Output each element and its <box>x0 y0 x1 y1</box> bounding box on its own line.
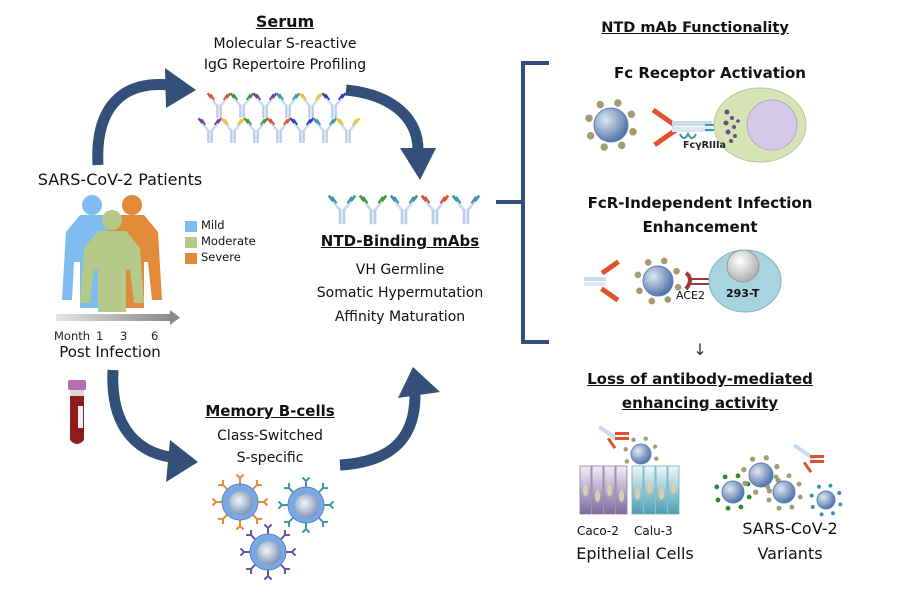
legend-swatch-moderate <box>185 237 197 248</box>
timeline-arrow <box>56 310 180 325</box>
virus-particle-icon <box>585 99 637 151</box>
memory-b-cells-line-2: S-specific <box>236 450 304 466</box>
caco2-label: Caco-2 <box>577 524 619 538</box>
serum-title: Serum <box>255 12 315 31</box>
down-arrow-icon: ↓ <box>693 340 707 359</box>
memory-b-cells-line-1: Class-Switched <box>217 428 323 444</box>
antibody-icon <box>266 117 292 143</box>
293t-label: 293-T <box>726 287 760 300</box>
b-cell-icon <box>211 473 269 531</box>
antibody-icon <box>335 117 361 143</box>
moderate-patient-silhouette <box>80 210 144 312</box>
antibody-icon <box>312 117 338 143</box>
epithelial-cells-caption: Epithelial Cells <box>576 544 694 563</box>
legend-label-severe: Severe <box>201 250 241 264</box>
timeline-tick-1: 1 <box>96 329 104 343</box>
fcr-independent-title-1: FcR-Independent Infection <box>587 194 813 212</box>
ntd-mabs-line-3: Affinity Maturation <box>334 309 466 325</box>
ntd-antibody-row <box>327 194 481 225</box>
antibody-icon <box>243 117 269 143</box>
timeline-tick-3: 3 <box>120 329 128 343</box>
antibody-icon <box>389 194 419 225</box>
loss-title-2: enhancing activity <box>621 394 779 412</box>
functionality-bracket <box>496 61 549 344</box>
legend-label-mild: Mild <box>201 218 225 232</box>
variants-antibody <box>793 443 824 474</box>
ace2-label: ACE2 <box>676 289 705 302</box>
memory-b-cells <box>211 473 335 581</box>
antibody-icon <box>420 194 450 225</box>
antibody-icon <box>584 259 620 303</box>
variants-caption-1: SARS-CoV-2 <box>742 519 838 538</box>
293t-cell-icon <box>708 249 782 313</box>
antibody-icon <box>275 92 301 118</box>
ntd-mabs-line-2: Somatic Hypermutation <box>316 285 484 301</box>
loss-title-1: Loss of antibody-mediated <box>587 370 813 388</box>
ace2-receptor-icon <box>684 271 712 291</box>
fcgriiia-label: FcγRIIIa <box>683 140 726 151</box>
ntd-mabs-line-1: VH Germline <box>355 262 445 278</box>
arrow-bcells-to-mabs <box>339 367 440 471</box>
antibody-icon <box>321 92 347 118</box>
timeline-tick-6: 6 <box>151 329 159 343</box>
arrow-patients-to-serum <box>92 68 196 166</box>
antibody-icon <box>197 117 223 143</box>
memory-b-cells-title: Memory B-cells <box>205 402 335 420</box>
ntd-mabs-title: NTD-Binding mAbs <box>320 232 480 250</box>
legend-swatch-severe <box>185 253 197 264</box>
epithelial-cells-illustration <box>579 436 680 515</box>
legend-label-moderate: Moderate <box>201 234 256 248</box>
virus-particle-icon <box>634 257 682 305</box>
antibody-icon <box>298 92 324 118</box>
antibody-icon <box>252 92 278 118</box>
serum-line-1: Molecular S-reactive <box>213 36 357 52</box>
patients-title: SARS-CoV-2 Patients <box>37 170 203 189</box>
antibody-icon <box>358 194 388 225</box>
nk-cell-icon <box>713 87 807 163</box>
timeline-month-label: Month <box>54 329 91 343</box>
variants-caption-2: Variants <box>757 544 823 563</box>
patient-silhouettes <box>62 195 162 312</box>
antibody-icon <box>451 194 481 225</box>
fc-activation-title: Fc Receptor Activation <box>614 64 806 82</box>
fc-receptor-illustration <box>585 87 807 163</box>
arrow-serum-to-mabs <box>345 84 436 180</box>
fcr-independent-illustration <box>584 249 782 313</box>
calu3-label: Calu-3 <box>634 524 673 538</box>
legend-swatch-mild <box>185 221 197 232</box>
timeline-caption: Post Infection <box>59 343 161 361</box>
antibody-icon <box>220 117 246 143</box>
b-cell-icon <box>277 476 335 534</box>
variants-illustration <box>714 455 843 517</box>
serum-antibody-repertoire <box>197 92 361 143</box>
functionality-title: NTD mAb Functionality <box>601 20 789 36</box>
fcr-independent-title-2: Enhancement <box>642 218 758 236</box>
loss-section-antibody <box>597 425 629 450</box>
antibody-icon <box>327 194 357 225</box>
serum-line-2: IgG Repertoire Profiling <box>203 57 367 73</box>
b-cell-icon <box>239 523 297 581</box>
antibody-icon <box>289 117 315 143</box>
antibody-icon <box>206 92 232 118</box>
antibody-icon <box>229 92 255 118</box>
blood-tube-icon <box>68 380 86 444</box>
arrow-patients-to-bcells <box>107 369 198 482</box>
